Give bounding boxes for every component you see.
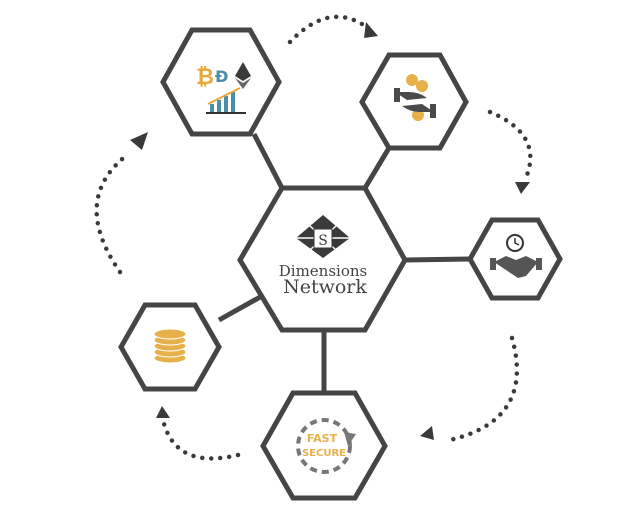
brand-line2: Network	[283, 276, 367, 298]
connector-crypto	[251, 132, 285, 190]
center-hexagon	[237, 185, 408, 333]
dotted-arc-left	[94, 152, 130, 275]
hands-coin-hexagon	[359, 52, 469, 151]
fast-secure-hexagon	[260, 390, 388, 501]
arrowhead-icon	[420, 426, 434, 440]
coin-stack-icon	[153, 328, 187, 364]
crypto-chart-icon: ₿ Đ	[196, 62, 251, 114]
dimensions-logo-icon: S	[296, 215, 350, 258]
handshake-hexagon	[467, 217, 563, 301]
secure-label: SECURE	[302, 448, 346, 459]
svg-text:S: S	[318, 233, 328, 249]
dotted-arc-bottom-right	[447, 335, 520, 443]
connector-handshake	[404, 256, 471, 263]
dotted-arc-top	[287, 14, 371, 45]
dotted-arc-right	[487, 109, 533, 183]
dotted-arc-bottom-left	[160, 417, 241, 461]
svg-text:Đ: Đ	[215, 67, 228, 86]
arrowhead-icon	[364, 22, 378, 38]
handshake-clock-icon	[490, 234, 542, 278]
svg-text:₿: ₿	[196, 65, 214, 90]
arrowhead-icon	[130, 132, 148, 150]
connector-coins	[217, 293, 264, 323]
arrowhead-icon	[156, 406, 170, 418]
crypto-hexagon	[160, 27, 282, 137]
fast-label: FAST	[307, 432, 338, 445]
cycle-arrow-icon	[296, 418, 356, 474]
brand-line1: Dimensions	[279, 262, 367, 280]
hands-coin-icon	[394, 74, 436, 121]
arrowhead-icon	[515, 182, 530, 194]
connector-hands	[362, 146, 392, 190]
